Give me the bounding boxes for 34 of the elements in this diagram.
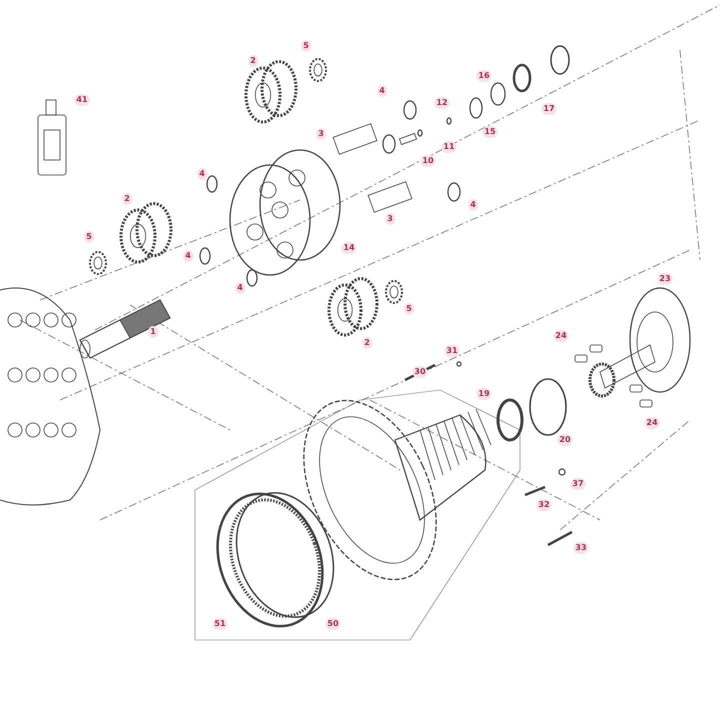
callout-number: 5 (301, 40, 311, 52)
callout-number: 14 (341, 242, 357, 254)
callout-number: 1 (148, 326, 158, 338)
callout-number: 19 (476, 388, 492, 400)
callout-number: 32 (536, 499, 552, 511)
callout-number: 31 (444, 345, 460, 357)
callout-number: 23 (657, 273, 673, 285)
callout-number: 20 (557, 434, 573, 446)
callout-number: 17 (541, 103, 557, 115)
callout-number: 24 (553, 330, 569, 342)
callout-number: 16 (476, 70, 492, 82)
callout-number: 41 (74, 94, 90, 106)
callout-number: 4 (183, 250, 193, 262)
callout-number: 4 (468, 199, 478, 211)
callout-number: 2 (362, 337, 372, 349)
callout-number: 12 (434, 97, 450, 109)
callout-number: 3 (385, 213, 395, 225)
callout-number: 33 (573, 542, 589, 554)
callout-number: 2 (248, 55, 258, 67)
callout-number: 10 (420, 155, 436, 167)
callout-number: 15 (482, 126, 498, 138)
callout-number: 50 (325, 618, 341, 630)
callout-number: 11 (441, 141, 457, 153)
callout-number: 5 (404, 303, 414, 315)
callout-number: 4 (377, 85, 387, 97)
callout-number: 2 (122, 193, 132, 205)
callout-number: 30 (412, 366, 428, 378)
callout-number: 3 (316, 128, 326, 140)
callout-number: 4 (197, 168, 207, 180)
callout-number: 24 (644, 417, 660, 429)
callout-number: 51 (212, 618, 228, 630)
callout-number: 4 (235, 282, 245, 294)
callout-number: 37 (570, 478, 586, 490)
callout-number: 5 (84, 231, 94, 243)
